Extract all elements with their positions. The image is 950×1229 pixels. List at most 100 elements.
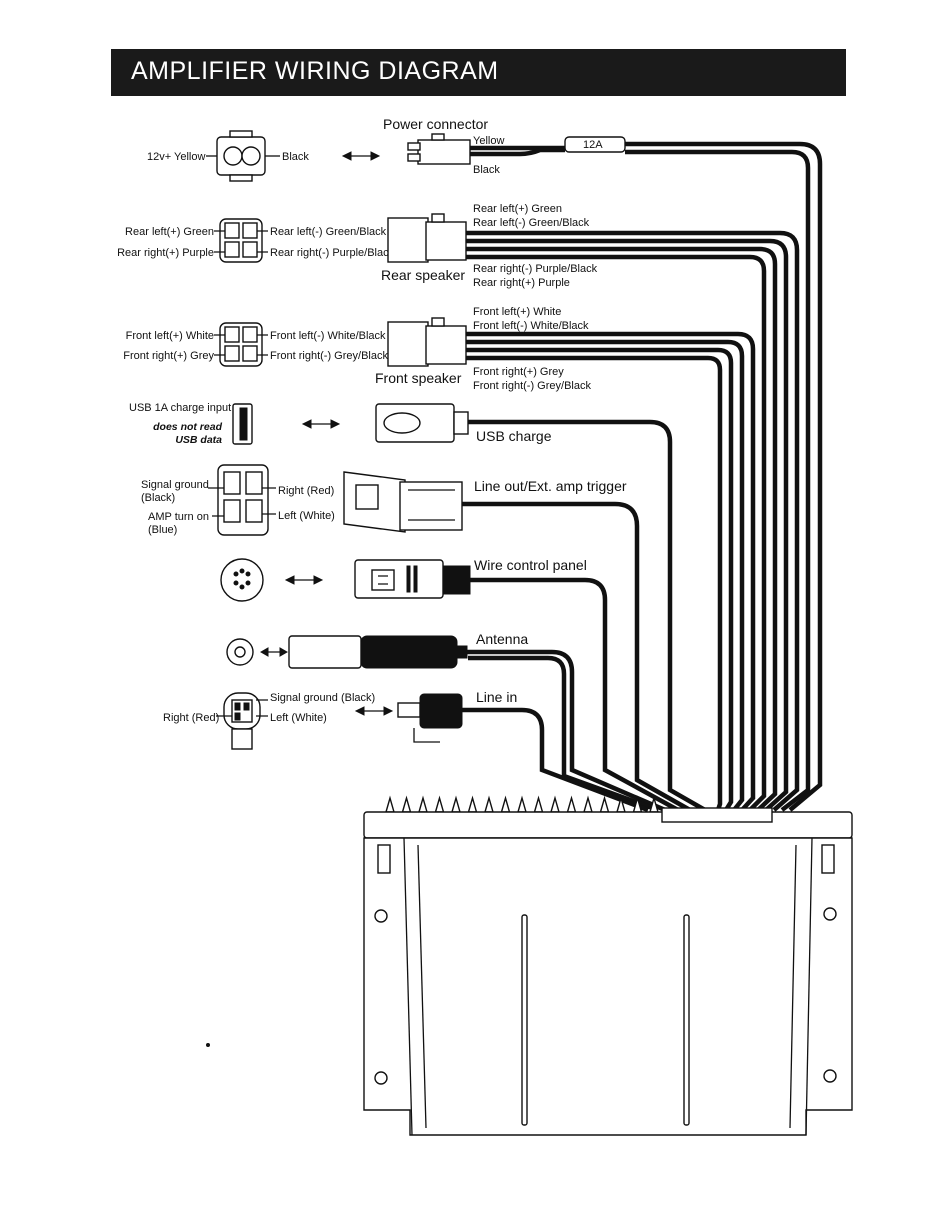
linein-section: Right (Red) Signal ground (Black) Left (… <box>163 689 517 750</box>
amp-body <box>363 837 853 1136</box>
antenna-connector-label: Antenna <box>476 631 528 647</box>
heatsink-fin <box>484 795 494 813</box>
wire-power-out-1 <box>625 141 823 812</box>
front-pin-tr: Front left(-) White/Black <box>270 330 386 342</box>
front-plug <box>387 321 429 367</box>
usb-connector-label: USB charge <box>476 428 552 444</box>
front-wire-2: Front left(-) White/Black <box>473 320 589 332</box>
heatsink-fin <box>599 795 610 813</box>
wirecontrol-socket <box>220 558 264 602</box>
heatsink-fin <box>533 795 544 813</box>
front-connector-label: Front speaker <box>375 370 462 386</box>
front-pin-bl: Front right(+) Grey <box>123 350 214 362</box>
rear-wire-4: Rear right(+) Purple <box>473 277 570 289</box>
amp-clip-right <box>821 844 835 874</box>
power-socket-tab <box>229 130 253 138</box>
lineout-connector-label: Line out/Ext. amp trigger <box>474 478 627 494</box>
heatsink-fin <box>385 795 395 813</box>
heatsink-fin <box>418 795 428 813</box>
rear-pin-tl: Rear left(+) Green <box>125 226 214 238</box>
double-arrow-icon <box>259 647 289 657</box>
wire-power-out-2 <box>625 149 811 812</box>
amp-side-left-2 <box>417 844 427 1129</box>
lineout-signal-ground-1: Signal ground <box>141 479 209 491</box>
amp-slot-left <box>521 914 528 1126</box>
front-wire-4: Front right(-) Grey/Black <box>473 380 591 392</box>
linein-connector-label: Line in <box>476 689 517 705</box>
wire-front-4 <box>465 355 723 811</box>
wire-lineout <box>462 501 692 812</box>
front-pin-tl: Front left(+) White <box>126 330 214 342</box>
amp-clip-left <box>377 844 391 874</box>
front-wire-3: Front right(+) Grey <box>473 366 564 378</box>
antenna-plug-sleeve <box>360 635 458 669</box>
page-title: AMPLIFIER WIRING DIAGRAM <box>131 57 499 85</box>
lineout-left: Left (White) <box>278 510 335 522</box>
wirecontrol-connector-label: Wire control panel <box>474 557 587 573</box>
power-wire-bottom-label: Black <box>473 164 500 176</box>
wire-harness <box>462 141 823 813</box>
power-right-label: Black <box>282 151 309 163</box>
fuse-label: 12A <box>583 139 603 151</box>
power-left-label: 12v+ Yellow <box>147 151 205 163</box>
heatsink-fin <box>500 795 511 813</box>
lineout-amp-turn-on-2: (Blue) <box>148 524 177 536</box>
power-plug-tab <box>431 133 445 141</box>
amp-screw-hole-br <box>823 1069 837 1083</box>
heatsink-fin <box>550 795 560 813</box>
amp-connector-port <box>661 807 773 823</box>
amplifier-unit <box>206 795 853 1136</box>
wire-rear-3 <box>465 246 778 812</box>
rear-connector-label: Rear speaker <box>381 267 465 283</box>
wire-rear-1 <box>465 230 800 812</box>
power-section: 12v+ Yellow Black Power connector Yellow… <box>147 116 626 182</box>
linein-left: Left (White) <box>270 712 327 724</box>
power-pin-black <box>241 146 261 166</box>
front-pin-br: Front right(-) Grey/Black <box>270 350 388 362</box>
rear-pin-br: Rear right(-) Purple/Black <box>270 247 395 259</box>
double-arrow-icon <box>284 575 324 585</box>
double-arrow-icon <box>301 419 341 429</box>
rear-pin-tr: Rear left(-) Green/Black <box>270 226 387 238</box>
wirecontrol-plug <box>354 559 444 599</box>
power-connector-label: Power connector <box>383 116 488 132</box>
heatsink-fin <box>566 795 577 813</box>
rear-pin-bl: Rear right(+) Purple <box>117 247 214 259</box>
power-plug-pin-top <box>407 142 421 151</box>
wire-power-black <box>470 147 565 157</box>
heatsink-fin <box>517 795 527 813</box>
amp-side-left <box>403 837 413 1136</box>
stray-dot <box>206 1043 210 1047</box>
heatsink-fin <box>451 795 461 813</box>
rear-speaker-section: Rear left(+) Green Rear right(+) Purple … <box>117 203 598 289</box>
wire-front-3 <box>465 347 734 812</box>
heatsink-fin <box>401 795 412 813</box>
lineout-section: Signal ground (Black) AMP turn on (Blue)… <box>141 464 627 536</box>
linein-right: Right (Red) <box>163 712 219 724</box>
wire-linein <box>462 707 649 813</box>
lineout-amp-turn-on-1: AMP turn on <box>148 511 209 523</box>
fuse-holder <box>564 136 626 153</box>
usb-note-2: USB data <box>175 434 222 446</box>
double-arrow-icon <box>341 151 381 161</box>
heatsink-fin <box>467 795 478 813</box>
usb-input-label: USB 1A charge input <box>129 402 231 414</box>
wire-control <box>470 577 680 812</box>
amp-side-right <box>805 837 813 1136</box>
antenna-plug <box>288 635 362 669</box>
power-wire-top-label: Yellow <box>473 135 504 147</box>
amp-screw-hole-bl <box>374 1071 388 1085</box>
wire-front-1 <box>465 331 756 812</box>
heatsink-fin <box>434 795 445 813</box>
title-bar: AMPLIFIER WIRING DIAGRAM <box>111 49 846 96</box>
power-socket-tab-b <box>229 174 253 182</box>
wire-rear-4 <box>465 254 767 812</box>
power-plug <box>417 139 471 165</box>
wire-rear-2 <box>465 238 789 812</box>
rear-wire-1: Rear left(+) Green <box>473 203 562 215</box>
power-pin-yellow <box>223 146 243 166</box>
wirecontrol-section: Wire control panel <box>220 557 587 602</box>
usb-note-1: does not read <box>153 421 222 433</box>
wire-antenna <box>465 649 666 813</box>
